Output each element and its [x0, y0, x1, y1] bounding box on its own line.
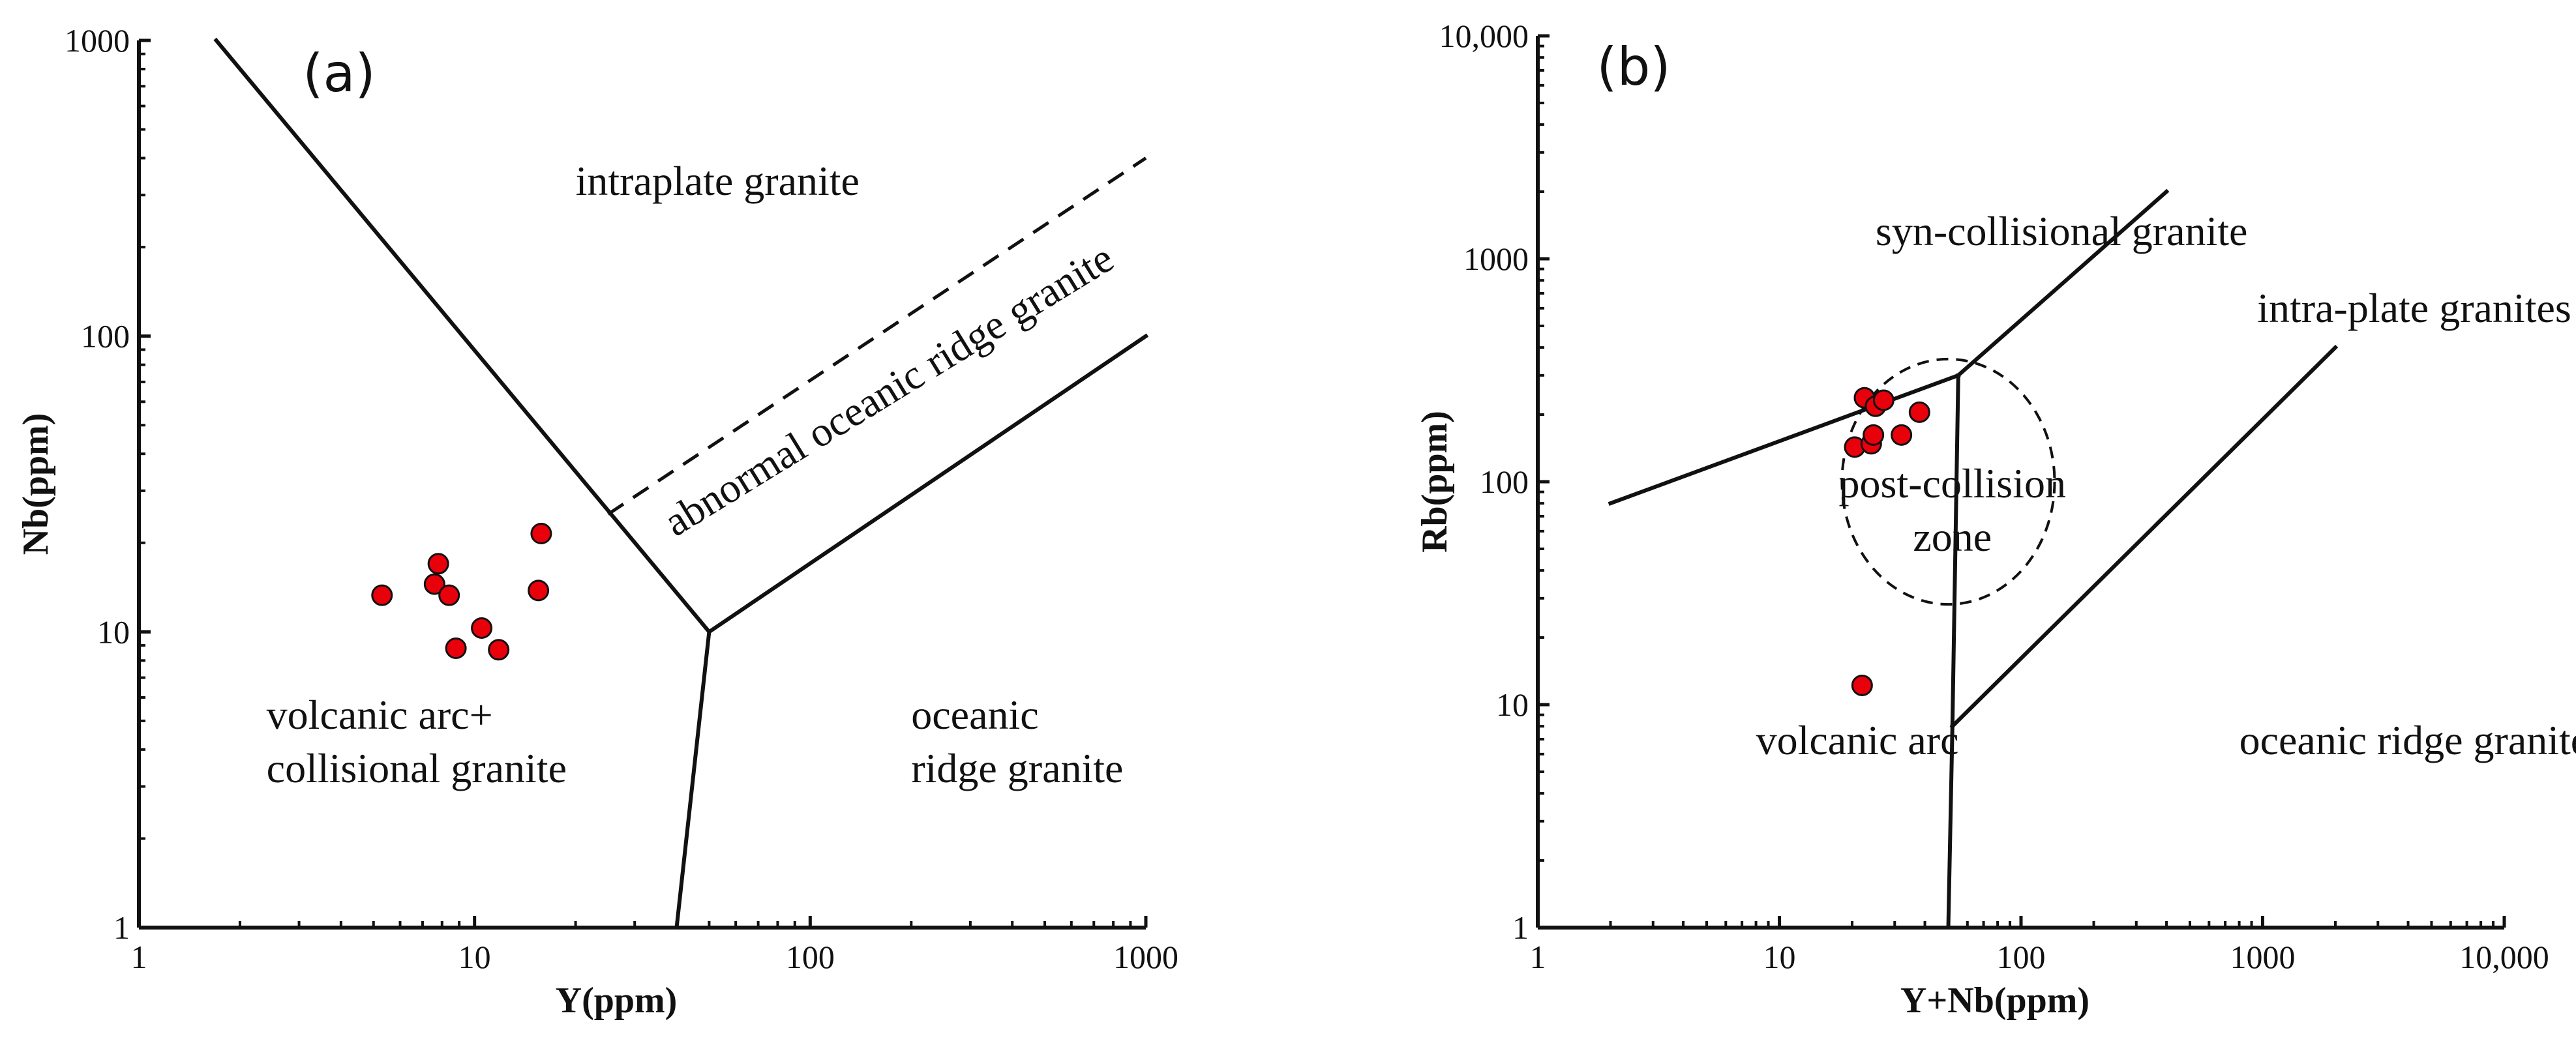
dashed-boundary-line	[607, 156, 1147, 516]
x-axis-title: Y(ppm)	[556, 980, 678, 1021]
boundary-line	[674, 629, 711, 930]
boundary-line	[1946, 724, 1954, 930]
data-point	[1851, 674, 1873, 696]
data-point	[1872, 389, 1895, 411]
boundary-line	[1950, 373, 1960, 729]
field-label-line: ridge granite	[911, 745, 1123, 791]
x-tick-label: 100	[786, 939, 835, 975]
x-tick-label: 10	[1763, 939, 1796, 975]
post-collision-zone-circle	[1840, 357, 2056, 606]
y-tick-label: 10	[97, 613, 130, 650]
data-point	[1863, 424, 1885, 446]
data-point	[423, 573, 445, 595]
data-point	[530, 523, 552, 545]
field-label-line: intraplate granite	[576, 158, 860, 204]
field-label: volcanic arc+ collisional granite	[267, 692, 567, 791]
boundary-line	[1608, 372, 1961, 506]
field-label: post-collision zone	[1839, 460, 2066, 560]
panel-label: (b)	[1596, 37, 1670, 97]
data-point	[445, 638, 467, 660]
x-tick-label: 100	[1997, 939, 2046, 975]
field-label: abnormal oceanic ridge granite	[656, 235, 1122, 546]
data-point	[488, 639, 510, 661]
x-tick-label: 1000	[1113, 939, 1178, 975]
field-label: syn-collisional granite	[1876, 208, 2248, 254]
y-tick-label: 1	[113, 909, 130, 946]
y-tick-label: 100	[81, 318, 130, 355]
field-label-line: post-collision	[1839, 460, 2066, 506]
field-label: oceanic ridge granite	[911, 692, 1123, 791]
boundary-line	[1955, 188, 2170, 379]
x-tick-label: 1	[131, 939, 147, 975]
data-point	[427, 553, 449, 575]
data-point	[471, 617, 493, 639]
field-label: volcanic arc	[1756, 717, 1959, 763]
y-tick-label: 1000	[65, 22, 130, 59]
x-tick-label: 1	[1530, 939, 1546, 975]
field-label-line: abnormal oceanic ridge granite	[656, 235, 1122, 546]
y-tick-label: 1	[1512, 909, 1529, 946]
x-tick-label: 1000	[2230, 939, 2296, 975]
data-point	[528, 579, 550, 602]
data-point	[438, 584, 460, 606]
chart-panel-1: 1 10 100 1000 10,000 1 10 100 1000 10,000Y+Nb(ppm…	[1415, 18, 2576, 1021]
field-label: oceanic ridge granite	[2239, 717, 2576, 763]
y-tick-label: 100	[1480, 463, 1529, 500]
y-axis-title: Rb(ppm)	[1415, 411, 1455, 553]
y-tick-label: 10	[1496, 686, 1529, 723]
panel-label: (a)	[303, 43, 375, 104]
field-label-line: zone	[1913, 514, 1992, 560]
field-label-line: volcanic arc	[1756, 717, 1959, 763]
boundary-line	[1949, 344, 2339, 729]
data-point	[1908, 401, 1930, 423]
field-label: intraplate granite	[576, 158, 860, 204]
y-tick-label: 1000	[1463, 241, 1529, 277]
field-label-line: volcanic arc+	[267, 692, 493, 738]
y-axis-title: Nb(ppm)	[16, 413, 56, 555]
x-axis-title: Y+Nb(ppm)	[1900, 980, 2089, 1021]
field-label: intra-plate granites	[2257, 285, 2571, 331]
y-tick-label: 10,000	[1439, 18, 1529, 54]
field-label-line: syn-collisional granite	[1876, 208, 2248, 254]
data-point	[1891, 424, 1913, 446]
boundary-line	[213, 37, 712, 635]
x-tick-label: 10	[458, 939, 491, 975]
boundary-line	[706, 333, 1149, 635]
field-label-line: oceanic ridge granite	[2239, 717, 2576, 763]
field-label-line: collisional granite	[267, 745, 567, 791]
field-label-line: intra-plate granites	[2257, 285, 2571, 331]
x-tick-label: 10,000	[2459, 939, 2549, 975]
data-point	[371, 584, 393, 606]
field-label-line: oceanic	[911, 692, 1038, 738]
